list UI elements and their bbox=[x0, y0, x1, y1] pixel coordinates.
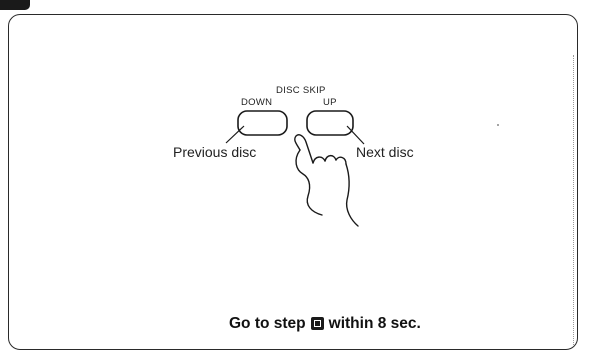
stray-dot bbox=[497, 124, 499, 126]
next-disc-leader-line bbox=[346, 125, 365, 145]
instruction-suffix: within 8 sec. bbox=[328, 315, 421, 332]
previous-disc-leader-line bbox=[225, 125, 245, 144]
instruction-prefix: Go to step bbox=[229, 315, 306, 332]
disc-skip-group-label: DISC SKIP bbox=[276, 85, 326, 96]
next-disc-caption: Next disc bbox=[356, 144, 414, 160]
step-2-icon bbox=[310, 317, 324, 331]
section-tab-marker bbox=[0, 0, 30, 10]
down-button-label: DOWN bbox=[241, 97, 273, 108]
panel-edge-mark bbox=[572, 55, 574, 345]
instruction-panel bbox=[8, 14, 578, 350]
previous-disc-caption: Previous disc bbox=[173, 144, 257, 160]
pointing-hand-icon bbox=[294, 134, 359, 227]
up-button bbox=[306, 110, 354, 136]
instruction-text: Go to step within 8 sec. bbox=[229, 316, 421, 332]
up-button-label: UP bbox=[323, 97, 337, 108]
down-button bbox=[237, 110, 288, 136]
